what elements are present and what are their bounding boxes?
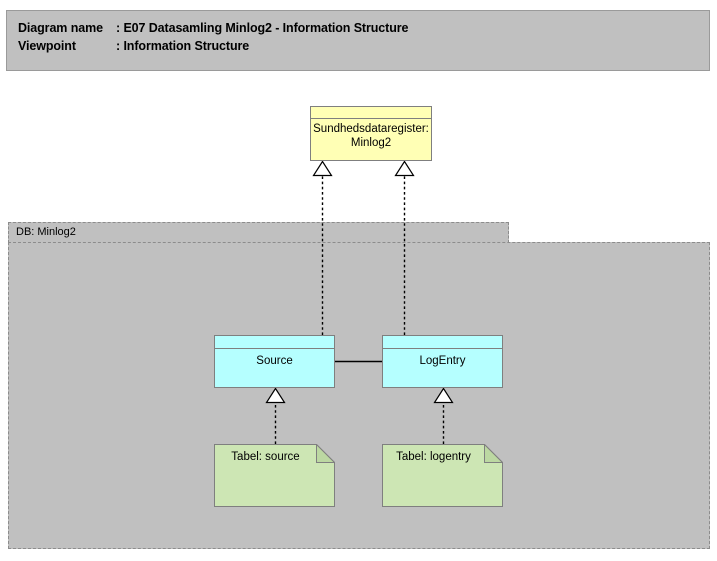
diagram-info-bar: Diagram name: E07 Datasamling Minlog2 - … <box>6 10 710 71</box>
group-db-minlog2[interactable]: DB: Minlog2 <box>8 222 710 549</box>
diagram-name-label: Diagram name <box>18 21 103 35</box>
diagram-name-line: Diagram name: E07 Datasamling Minlog2 - … <box>18 21 408 35</box>
note-shape-outline <box>214 444 335 507</box>
viewpoint-separator: : <box>116 39 124 53</box>
viewpoint-value: Information Structure <box>123 39 250 53</box>
viewpoint-line: Viewpoint: Information Structure <box>18 39 249 53</box>
diagram-name-separator: : <box>116 21 124 35</box>
viewpoint-label: Viewpoint <box>18 39 76 53</box>
note-tabel-source[interactable]: Tabel: source <box>214 444 335 507</box>
note-tabel-logentry[interactable]: Tabel: logentry <box>382 444 503 507</box>
node-logentry[interactable]: LogEntry <box>382 335 503 388</box>
group-tab: DB: Minlog2 <box>8 222 509 243</box>
node-sundhedsdataregister[interactable]: Sundhedsdataregister: Minlog2 <box>310 106 432 161</box>
node-source[interactable]: Source <box>214 335 335 388</box>
node-header-divider <box>311 118 431 119</box>
diagram-name-value: E07 Datasamling Minlog2 - Information St… <box>123 21 409 35</box>
node-source-label: Source <box>256 355 293 367</box>
node-sundhedsdataregister-label: Sundhedsdataregister: Minlog2 <box>313 123 429 149</box>
node-header-divider <box>383 348 502 349</box>
note-shape-outline <box>382 444 503 507</box>
node-logentry-label: LogEntry <box>419 355 466 367</box>
node-header-divider <box>215 348 334 349</box>
group-body <box>8 242 710 549</box>
group-tab-label: DB: Minlog2 <box>16 226 76 238</box>
